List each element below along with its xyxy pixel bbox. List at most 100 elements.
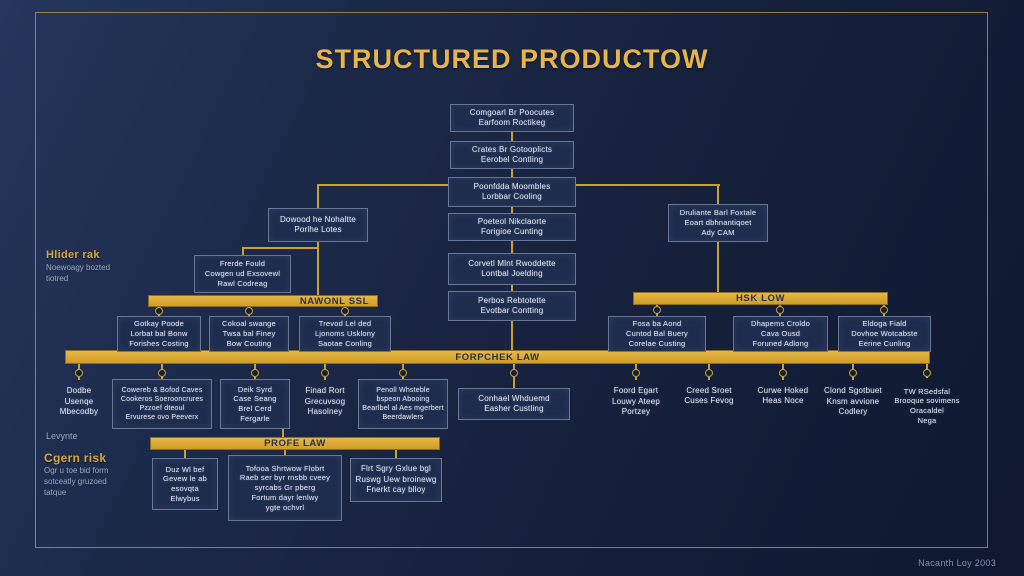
node-line: Forigioe Cunting [481, 227, 543, 236]
node-line: Ervurese ovo Peeverx [125, 414, 199, 422]
node-line: Usenqe [64, 396, 94, 406]
node-line: Porlhe Lotes [294, 225, 342, 234]
cgern-risk-label: Cgern risk [44, 451, 107, 465]
node-line: Dovhoe Wotcabste [851, 329, 918, 339]
connector-dot [155, 307, 163, 315]
node-line: Tofooa Shrtwow Flobrt [245, 463, 325, 473]
node-line: Flrt Sgry Gxlue bgl [360, 464, 432, 474]
connector-line [717, 184, 719, 204]
connector-line [395, 450, 397, 458]
node-line: Gotkay Poode [134, 319, 184, 329]
node-line: Ljonoms Usklony [314, 329, 376, 339]
node-line: Trevod Lel ded [318, 319, 372, 329]
node-line: Cuntod Bal Buery [626, 329, 688, 339]
node-line: Ruswg Uew broinewg [355, 474, 437, 484]
connector-line [317, 242, 319, 295]
connector-line [284, 450, 286, 458]
node-line: Pzzoef dteoul [139, 405, 185, 412]
node-line: Creed Sroet [686, 385, 732, 395]
node-line: Foord Egart [613, 386, 659, 396]
node-line: sotceatly gruzoed [44, 476, 107, 486]
connector-dot [321, 369, 329, 377]
node-line: Cava Ousd [760, 329, 801, 339]
node-line: Ogr u toe bid form [44, 466, 109, 475]
node-line: bspeon Abooing [376, 395, 430, 403]
node-line: Duz Wl bef [165, 464, 205, 474]
node-line: Oracaldel [910, 406, 944, 415]
page-title: STRUCTURED PRODUCTOW [315, 44, 709, 74]
node-line: Crates Br Gotooplicts [471, 144, 553, 154]
node-line: syrcabs Gr pberg [254, 483, 316, 493]
node-line: Saotae Conling [317, 338, 373, 348]
node-line: Fosa ba Aond [632, 319, 682, 329]
node-line: Cowereb & Bofod Caves [121, 386, 203, 394]
node-line: Nega [917, 415, 937, 425]
node-line: ygte ochvrl [265, 502, 305, 512]
node-line: Deik Syrd [237, 384, 273, 394]
node-line: Case Seang [233, 394, 277, 404]
connector-line [317, 184, 319, 208]
node-line: Noewoagy bozted [46, 263, 111, 272]
connector-dot [653, 306, 661, 314]
node-line: Louwy Ateep [611, 396, 660, 406]
connector-dot [245, 307, 253, 315]
node-line: Corvetl Mlnt Rwoddette [468, 258, 556, 268]
connector-dot [510, 369, 518, 377]
levynte-label: Levynte [46, 431, 78, 441]
node-line: Twsa bal Finey [222, 329, 276, 339]
node-line: Lontbal Joelding [481, 269, 543, 278]
node-line: Dowood he Nohaltte [279, 214, 357, 224]
node-line: tatque [44, 487, 67, 497]
connector-dot [779, 369, 787, 377]
connector-dot [849, 369, 857, 377]
node-line: Eerobel Contling [480, 155, 544, 164]
node-line: Cowgen ud Exsovewl [204, 269, 281, 279]
node-line: Perbos Rebtotette [478, 295, 546, 305]
node-line: Easher Custling [484, 404, 544, 413]
node-line: Portzey [621, 407, 651, 417]
node-line: Grecuvsog [304, 396, 346, 406]
hlider-risk-label: Hlider rak [46, 249, 100, 261]
node-line: Mbecodby [59, 407, 99, 417]
node-line: Cokoal swange [222, 319, 276, 329]
node-line: Fergarle [240, 413, 270, 423]
node-line: Conhael Whduemd [478, 393, 550, 403]
connector-line [242, 247, 319, 249]
node-line: Finad Rort [305, 386, 345, 396]
node-line: Bow Couting [226, 338, 272, 348]
node-line: Raeb ser byr rnsbb cveey [239, 473, 331, 483]
connector-dot [399, 369, 407, 377]
node-line: Knsm avvione [826, 396, 880, 406]
node-line: Fortum dayr lenlwy [251, 492, 319, 502]
node-line: Eerine Cunling [858, 338, 911, 348]
connector-dot [158, 369, 166, 377]
node-line: Rawl Codreag [217, 278, 268, 288]
node-line: Eoart dbhnantiqoet [684, 218, 752, 228]
bar-forpchek: FORPCHEK LAW [65, 350, 930, 364]
node-line: Lorbbar Cooling [482, 192, 542, 201]
connector-dot [880, 306, 888, 314]
node-line: Corelae Custing [628, 338, 686, 348]
node-line: Dhapems Croldo [750, 319, 811, 329]
node-line: Eldoga Fiald [862, 319, 907, 329]
